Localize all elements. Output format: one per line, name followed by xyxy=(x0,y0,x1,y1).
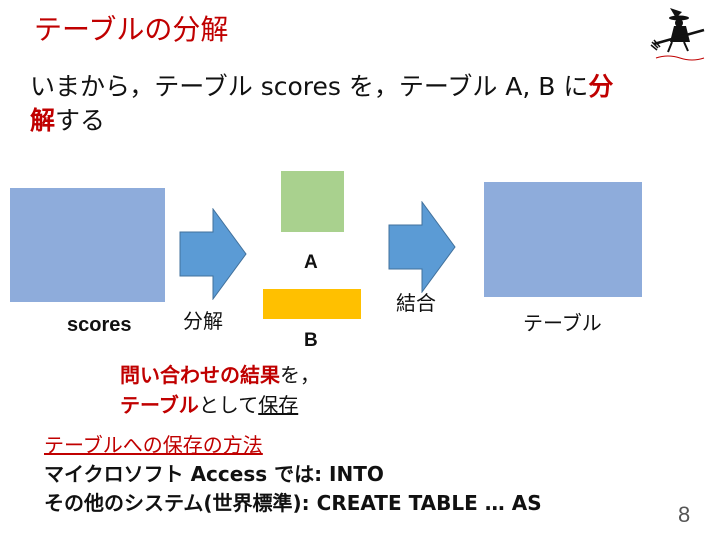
note-highlight-query: 問い合わせの結果 xyxy=(120,363,280,387)
intro-highlight-1: 分 xyxy=(588,72,614,101)
note-highlight-table: テーブル xyxy=(120,393,199,417)
table-a-box xyxy=(281,171,344,232)
intro-before: いまから，テーブル scores を，テーブル A, B に xyxy=(30,72,589,101)
intro-highlight-2: 解 xyxy=(30,106,56,135)
intro-text: いまから，テーブル scores を，テーブル A, B に分解する xyxy=(30,70,680,138)
standard-method: その他のシステム(世界標準): CREATE TABLE … AS xyxy=(44,491,542,515)
page-number: 8 xyxy=(678,502,691,527)
result-table-box xyxy=(484,182,642,297)
note-text-2: として xyxy=(198,393,259,417)
slide-title: テーブルの分解 xyxy=(34,13,229,46)
query-result-note: 問い合わせの結果を， テーブルとして保存 xyxy=(120,360,320,420)
note-line-1: 問い合わせの結果を， xyxy=(120,360,320,390)
intro-after: する xyxy=(55,106,106,135)
witch-logo-icon xyxy=(650,8,705,61)
combine-arrow-icon xyxy=(388,201,456,293)
note-line-2: テーブルとして保存 xyxy=(120,390,320,420)
table-a-label: A xyxy=(304,252,318,273)
note-text-1: を， xyxy=(280,363,320,387)
scores-label: scores xyxy=(67,314,132,336)
save-methods: テーブルへの保存の方法 マイクロソフト Access では: INTO その他の… xyxy=(44,431,542,518)
access-method: マイクロソフト Access では: INTO xyxy=(44,462,384,486)
result-table-label: テーブル xyxy=(523,311,602,335)
note-save-link: 保存 xyxy=(258,393,299,417)
table-b-box xyxy=(263,289,361,319)
methods-title: テーブルへの保存の方法 xyxy=(44,433,263,457)
scores-table-box xyxy=(10,188,165,302)
decompose-label: 分解 xyxy=(183,309,223,333)
table-b-label: B xyxy=(304,330,318,351)
decompose-arrow-icon xyxy=(179,208,247,300)
combine-label: 結合 xyxy=(396,291,436,315)
